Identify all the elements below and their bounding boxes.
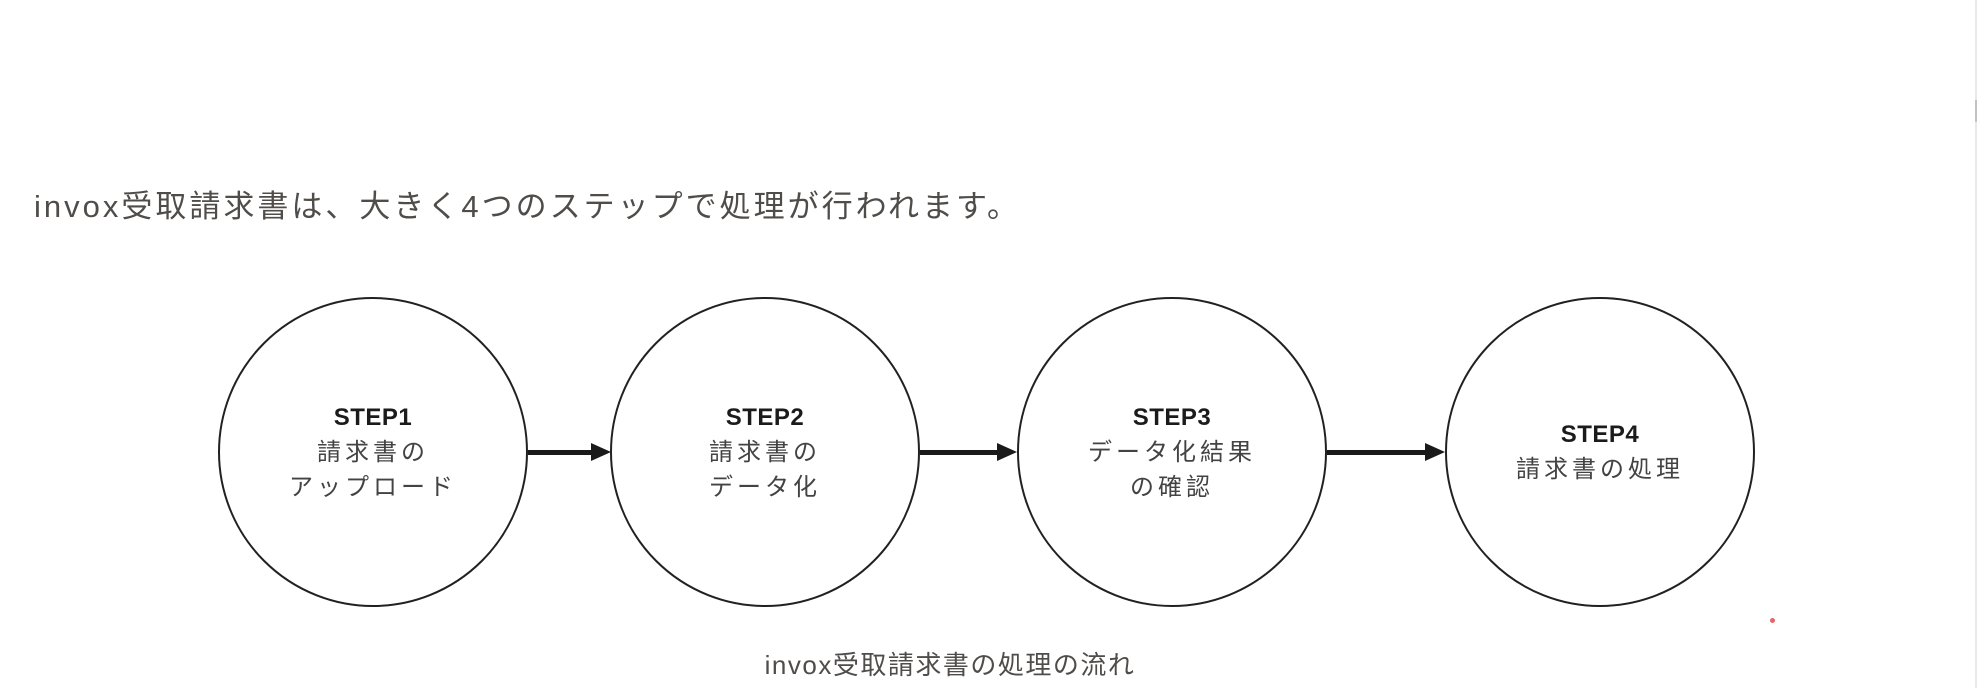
step-circle-4: STEP4 請求書の処理: [1445, 297, 1755, 607]
step-text: 請求書の アップロード: [289, 438, 457, 501]
step-label: STEP3: [1132, 403, 1212, 431]
diagram-caption: invox受取請求書の処理の流れ: [764, 650, 1136, 680]
step-text: 請求書の データ化: [709, 438, 821, 501]
step-label: STEP4: [1560, 421, 1640, 448]
arrow-line: [920, 449, 1001, 455]
step-circle-1: STEP1 請求書の アップロード: [218, 297, 528, 607]
arrow-line: [528, 449, 595, 455]
step-text: 請求書の処理: [1516, 456, 1684, 483]
flow-arrow-2: [920, 443, 1017, 461]
step-text: データ化結果 の確認: [1088, 438, 1256, 501]
arrow-head-icon: [997, 443, 1017, 461]
page-heading: invox受取請求書は、大きく4つのステップで処理が行われます。: [34, 189, 1021, 224]
scrollbar-thumb[interactable]: [1975, 100, 1977, 122]
flow-arrow-3: [1327, 443, 1445, 461]
arrow-head-icon: [1425, 443, 1445, 461]
step-circle-2: STEP2 請求書の データ化: [610, 297, 920, 607]
red-dot-marker: [1770, 618, 1775, 623]
step-label: STEP2: [725, 403, 805, 431]
step-label: STEP1: [333, 403, 413, 431]
arrow-head-icon: [591, 443, 611, 461]
flow-arrow-1: [528, 443, 611, 461]
step-circle-3: STEP3 データ化結果 の確認: [1017, 297, 1327, 607]
arrow-line: [1327, 449, 1429, 455]
right-edge-line: [1975, 0, 1977, 688]
